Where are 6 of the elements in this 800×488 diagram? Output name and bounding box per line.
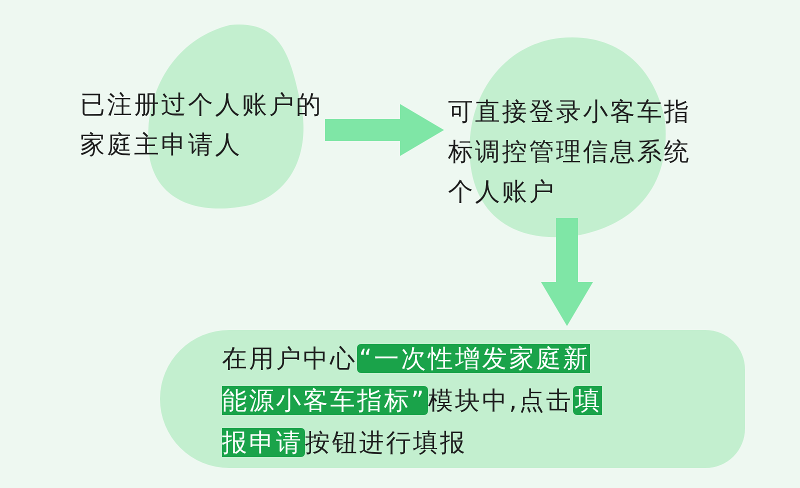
step-text: 可直接登录小客车指标调控管理信息系统个人账户: [448, 92, 704, 212]
block-arrow: [325, 104, 444, 156]
step-text: 在用户中心“一次性增发家庭新能源小客车指标”模块中,点击填报申请按钮进行填报: [222, 343, 602, 459]
step-text: 已注册过个人账户的家庭主申请人: [80, 85, 324, 165]
text-band: [160, 330, 745, 468]
block-arrow: [541, 218, 593, 326]
